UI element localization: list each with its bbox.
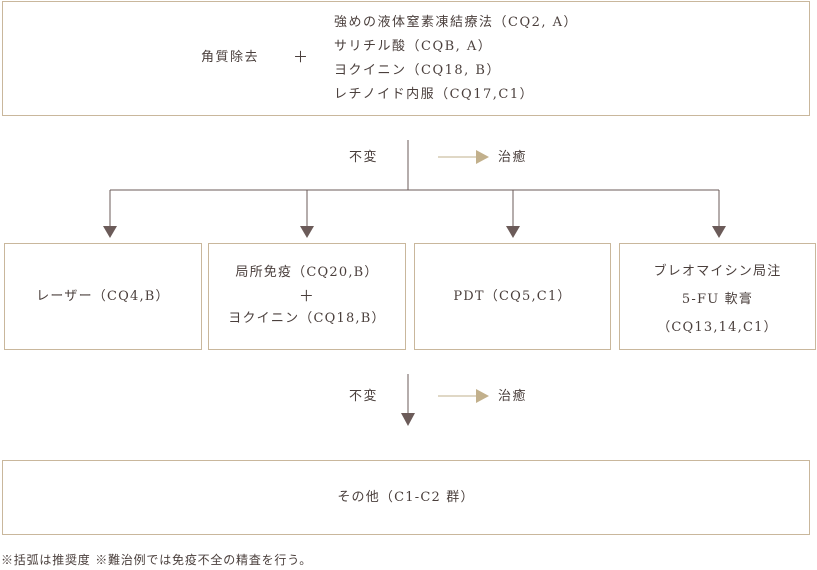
cured-label: 治癒 bbox=[498, 150, 528, 165]
option-line: ブレオマイシン局注 bbox=[653, 264, 782, 279]
option-line: レーザー（CQ4,B） bbox=[36, 289, 170, 304]
option-line: ヨクイニン（CQ18,B） bbox=[228, 311, 386, 326]
option-box-bleomycin: ブレオマイシン局注 5-FU 軟膏 （CQ13,14,C1） bbox=[619, 243, 816, 350]
unchanged-label: 不変 bbox=[349, 389, 379, 404]
option-line: 局所免疫（CQ20,B） bbox=[235, 265, 379, 280]
down-arrow-3-icon bbox=[506, 226, 520, 238]
exfoliation-label: 角質除去 bbox=[201, 50, 260, 65]
down-arrow-1-icon bbox=[103, 226, 117, 238]
down-arrow-5-icon bbox=[401, 413, 415, 426]
treatment-item: サリチル酸（CQB, A） bbox=[334, 39, 493, 54]
cured-label: 治癒 bbox=[498, 389, 528, 404]
option-box-immunotherapy: 局所免疫（CQ20,B） ＋ ヨクイニン（CQ18,B） bbox=[208, 243, 406, 350]
footnote: ※括弧は推奨度 ※難治例では免疫不全の精査を行う。 bbox=[1, 553, 313, 567]
cured-arrow-2-icon bbox=[476, 389, 489, 403]
option-box-pdt: PDT（CQ5,C1） bbox=[414, 243, 611, 350]
other-label: その他（C1-C2 群） bbox=[337, 490, 475, 505]
treatment-item: 強めの液体窒素凍結療法（CQ2, A） bbox=[334, 15, 579, 30]
down-arrow-4-icon bbox=[712, 226, 726, 238]
top-treatment-box: 角質除去 ＋ 強めの液体窒素凍結療法（CQ2, A） サリチル酸（CQB, A）… bbox=[2, 1, 810, 116]
down-arrow-2-icon bbox=[300, 226, 314, 238]
treatment-item: レチノイド内服（CQ17,C1） bbox=[334, 87, 535, 102]
plus-sign: ＋ bbox=[293, 48, 310, 66]
option-line: PDT（CQ5,C1） bbox=[453, 289, 572, 304]
unchanged-label: 不変 bbox=[349, 150, 379, 165]
treatment-item: ヨクイニン（CQ18, B） bbox=[334, 63, 501, 78]
other-treatment-box: その他（C1-C2 群） bbox=[2, 460, 810, 535]
option-box-laser: レーザー（CQ4,B） bbox=[4, 243, 202, 350]
option-plus: ＋ bbox=[298, 287, 316, 305]
option-line: （CQ13,14,C1） bbox=[657, 320, 778, 335]
option-line: 5-FU 軟膏 bbox=[681, 292, 754, 307]
cured-arrow-1-icon bbox=[476, 150, 489, 164]
